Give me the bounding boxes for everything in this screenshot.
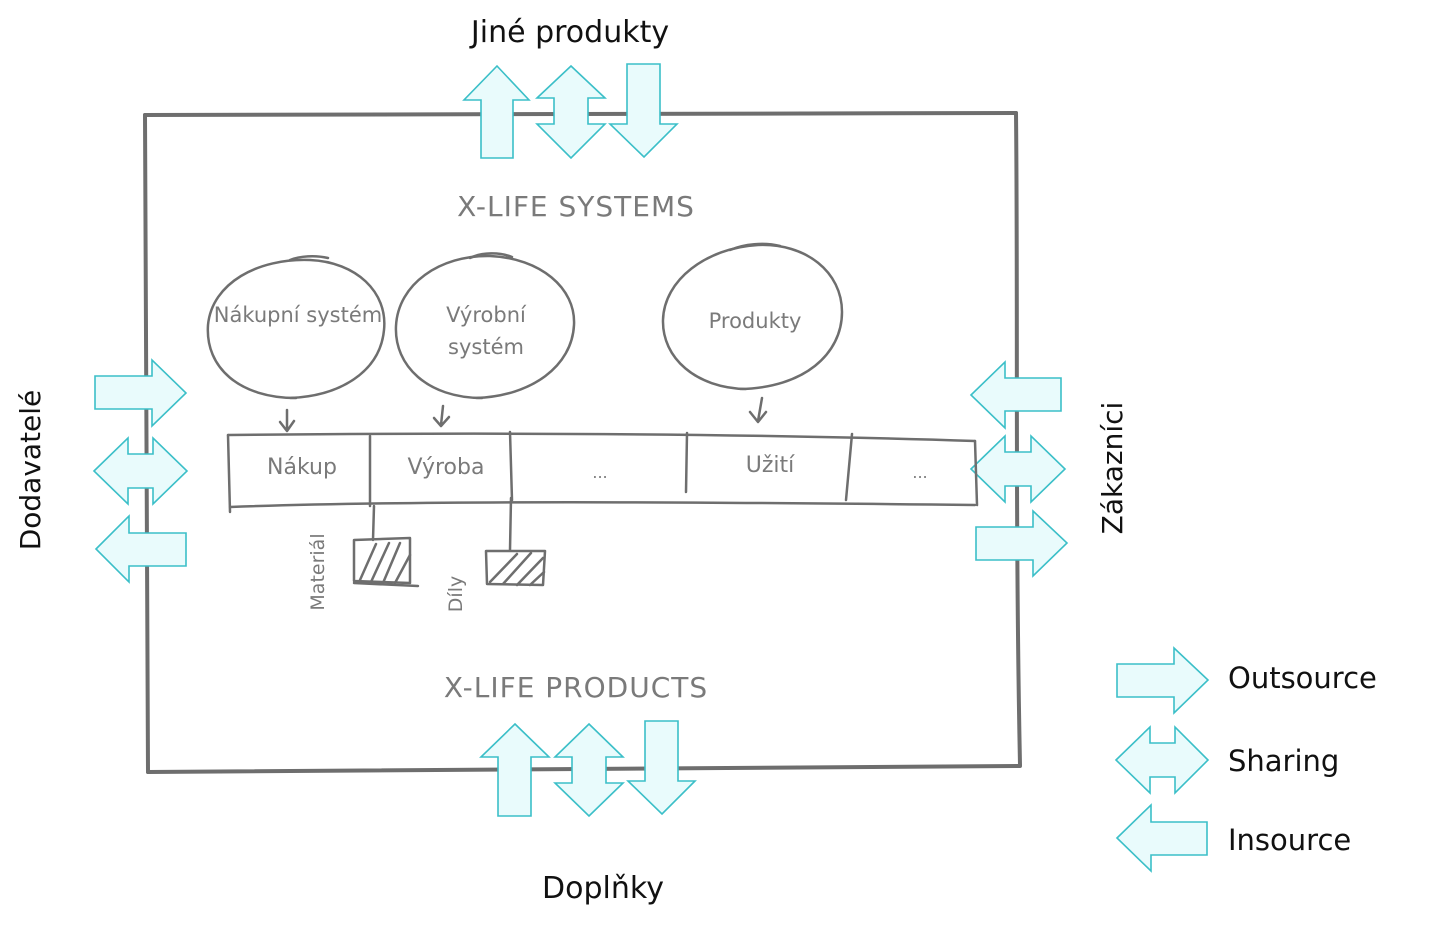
top-double-arrow: [534, 64, 608, 160]
system-label-nakupni: Nákupní systém: [214, 303, 382, 327]
material-label: Materiál: [307, 533, 329, 610]
top-label: Jiné produkty: [469, 15, 669, 50]
right-right-arrow: [975, 509, 1069, 578]
legend-sharing-icon: [1114, 725, 1210, 795]
legend-sharing-label: Sharing: [1228, 744, 1339, 778]
arrow-produkty-to-chain: [748, 396, 768, 424]
bottom-arrow-group: [479, 720, 697, 818]
arrow-vyrobni-to-chain: [432, 404, 451, 428]
process-step-ellipsis-2: ...: [912, 463, 927, 482]
legend-outsource-icon: [1116, 646, 1210, 715]
right-label: Zákazníci: [1096, 402, 1129, 535]
bottom-down-arrow: [626, 720, 697, 816]
process-step-nakup: Nákup: [267, 455, 337, 480]
system-ellipse-vyrobni: [394, 252, 576, 400]
systems-title: X-LIFE SYSTEMS: [457, 190, 695, 223]
left-left-arrow: [94, 514, 187, 584]
system-ellipse-nakupni: [206, 255, 386, 400]
top-up-arrow: [462, 64, 531, 159]
system-label-vyrobni-line2: systém: [448, 335, 524, 359]
bottom-up-arrow: [479, 722, 551, 817]
right-double-arrow: [969, 434, 1067, 504]
system-ellipse-produkty: [661, 242, 844, 391]
process-step-uziti: Užití: [746, 453, 795, 478]
legend-insource-icon: [1115, 803, 1208, 873]
system-label-vyrobni-line1: Výrobní: [446, 303, 527, 327]
parts-box: [484, 496, 547, 587]
arrow-nakupni-to-chain: [278, 408, 296, 433]
left-double-arrow: [92, 436, 189, 506]
left-arrow-group: [92, 358, 189, 584]
parts-label: Díly: [445, 576, 467, 612]
top-down-arrow: [608, 63, 679, 159]
process-step-vyroba: Výroba: [408, 455, 485, 480]
bottom-double-arrow: [553, 722, 625, 818]
legend: Outsource Sharing Insource: [1114, 646, 1377, 873]
left-label: Dodavatelé: [14, 390, 47, 551]
right-left-arrow: [969, 360, 1062, 430]
left-right-arrow: [94, 358, 188, 428]
material-box: [352, 504, 420, 588]
process-chain: [226, 430, 979, 514]
legend-outsource-label: Outsource: [1228, 661, 1377, 695]
system-label-produkty: Produkty: [709, 309, 802, 333]
legend-insource-label: Insource: [1228, 823, 1351, 857]
bottom-label: Doplňky: [542, 871, 664, 906]
connector-arrows: [278, 396, 768, 433]
products-title: X-LIFE PRODUCTS: [444, 671, 708, 704]
top-arrow-group: [462, 63, 679, 160]
process-step-ellipsis-1: ...: [592, 463, 607, 482]
right-arrow-group: [969, 360, 1069, 578]
